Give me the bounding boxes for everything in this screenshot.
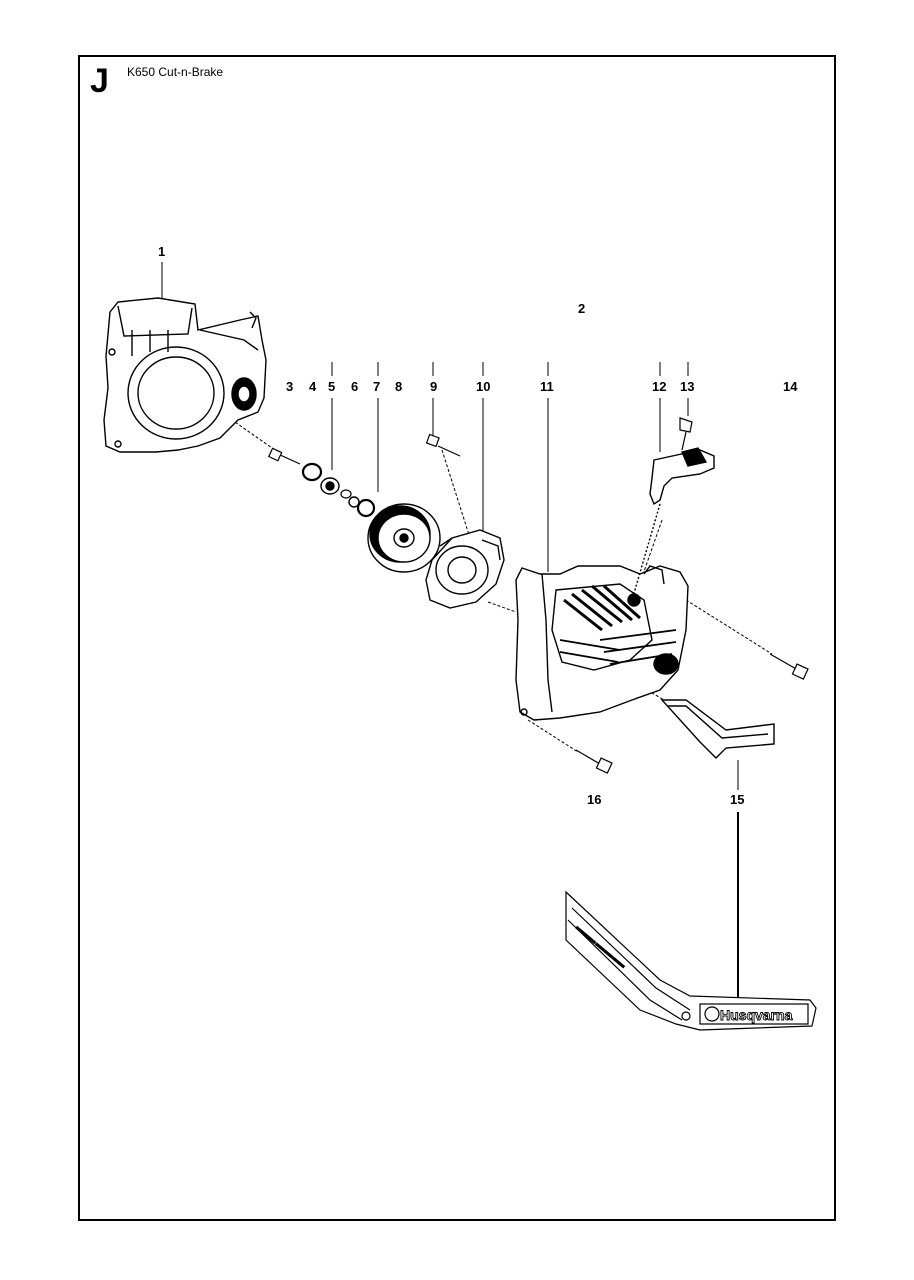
part-washer-7	[348, 496, 360, 508]
callout-label-3: 3	[286, 379, 293, 394]
callout-label-6: 6	[351, 379, 358, 394]
page-title: K650 Cut-n-Brake	[127, 65, 224, 79]
callout-label-16: 16	[587, 792, 601, 807]
part-ring-4	[301, 462, 323, 482]
page-frame	[78, 55, 836, 1221]
callout-label-10: 10	[476, 379, 490, 394]
part-starter-housing	[425, 529, 505, 609]
part-nut-5	[320, 477, 340, 495]
callout-label-11: 11	[540, 379, 554, 394]
callout-label-14: 14	[783, 379, 798, 394]
part-ring-8	[356, 498, 376, 518]
callout-label-8: 8	[395, 379, 402, 394]
part-screw-3	[267, 447, 301, 465]
callout-label-13: 13	[680, 379, 694, 394]
callout-label-5: 5	[328, 379, 335, 394]
callout-label-2: 2	[578, 301, 585, 316]
part-screw-14	[769, 653, 809, 680]
part-decal-small	[660, 699, 775, 759]
part-spring-6	[340, 489, 352, 499]
callout-label-9: 9	[430, 379, 437, 394]
callout-label-12: 12	[652, 379, 666, 394]
decal-enlarged: ▬▬▬▬ ▬▬▬▬▬▬ Husqvarna	[565, 890, 817, 1031]
callout-label-15: 15	[730, 792, 744, 807]
part-fan-housing	[103, 297, 267, 453]
part-rope-pulley	[367, 503, 441, 573]
part-screw-16	[575, 749, 613, 774]
part-starter-cover	[515, 565, 689, 721]
callout-label-7: 7	[373, 379, 380, 394]
part-rope-pin	[679, 417, 693, 451]
section-letter: J	[90, 62, 109, 100]
callout-label-4: 4	[309, 379, 317, 394]
decal-brand-logo: Husqvarna	[720, 1007, 793, 1023]
part-screw-9	[425, 433, 461, 457]
part-starter-handle	[631, 447, 715, 601]
callout-labels: 1 2 3 4 5 6 7 8 9 10 11 12 13 14 15 16	[158, 244, 798, 807]
callout-label-1: 1	[158, 244, 165, 259]
